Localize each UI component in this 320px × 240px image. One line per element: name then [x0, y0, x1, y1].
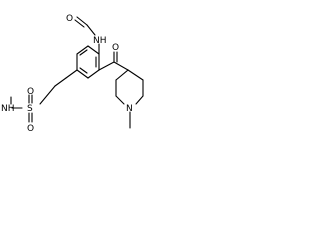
- benzene-ring: [76, 45, 100, 79]
- nh-formamide-label: NH: [93, 36, 107, 46]
- o-ketone-label: O: [112, 43, 119, 53]
- o-formyl-label: O: [66, 14, 73, 24]
- o-sulfonyl-bottom-label: O: [27, 124, 34, 134]
- formamide-group: [74, 16, 100, 55]
- nh-sulfonamide-label: NH: [1, 104, 15, 114]
- chemical-structure-diagram: NH O O N S O O NH: [1, 14, 144, 134]
- piperidine-ring: [115, 69, 144, 129]
- ethyl-sulfonamide-chain: [10, 69, 78, 123]
- s-sulfonyl-label: S: [27, 104, 33, 114]
- n-piperidine-label: N: [126, 104, 133, 114]
- o-sulfonyl-top-label: O: [27, 87, 34, 97]
- ketone-group: [98, 51, 129, 71]
